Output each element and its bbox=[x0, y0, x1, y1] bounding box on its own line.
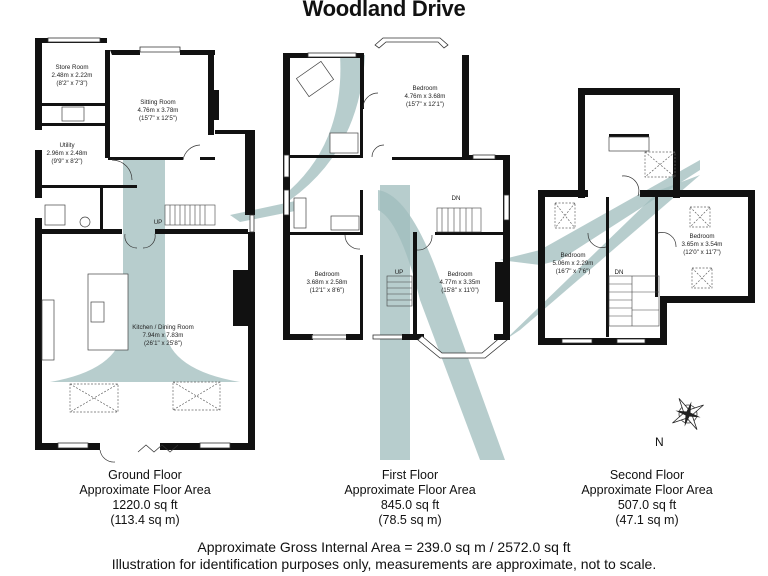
first-floor-summary: First Floor Approximate Floor Area 845.0… bbox=[310, 468, 510, 528]
area-label: Approximate Floor Area bbox=[581, 483, 713, 497]
room-imperial: (16'7" x 7'6") bbox=[556, 268, 591, 275]
room-name: Utility bbox=[59, 142, 75, 149]
room-metric: 4.76m x 3.68m bbox=[405, 93, 446, 100]
room-imperial: (9'9" x 8'2") bbox=[51, 158, 82, 165]
plan-title: Woodland Drive bbox=[302, 0, 466, 21]
second-floor-plan: Bedroom 5.06m x 2.29m (16'7" x 7'6") Bed… bbox=[538, 88, 755, 345]
room-metric: 7.94m x 7.83m bbox=[143, 332, 184, 339]
room-name: Bedroom bbox=[412, 85, 437, 92]
room-imperial: (12'0" x 11'7") bbox=[683, 249, 721, 256]
area-sqm: (78.5 sq m) bbox=[378, 513, 442, 527]
gross-area: Approximate Gross Internal Area = 239.0 … bbox=[197, 539, 571, 555]
compass-rose-icon bbox=[672, 398, 704, 430]
area-label: Approximate Floor Area bbox=[79, 483, 211, 497]
area-sqft: 507.0 sq ft bbox=[617, 498, 677, 512]
floor-label: First Floor bbox=[381, 468, 439, 482]
room-imperial: (15'7" x 12'1") bbox=[406, 101, 444, 108]
stairs-down-label: DN bbox=[452, 195, 461, 202]
north-label: N bbox=[655, 435, 664, 449]
disclaimer: Illustration for identification purposes… bbox=[111, 556, 657, 572]
area-sqft: 845.0 sq ft bbox=[380, 498, 440, 512]
room-name: Bedroom bbox=[314, 271, 339, 278]
floor-label: Ground Floor bbox=[108, 468, 182, 482]
watermark-logo bbox=[50, 55, 700, 460]
room-name: Sitting Room bbox=[140, 99, 175, 106]
room-imperial: (15'8" x 11'0") bbox=[441, 287, 479, 294]
stairs-down-label: DN bbox=[615, 269, 624, 276]
room-name: Store Room bbox=[55, 64, 88, 71]
stairs-label: UP bbox=[154, 219, 163, 226]
room-metric: 5.06m x 2.29m bbox=[553, 260, 594, 267]
room-name: Bedroom bbox=[689, 233, 714, 240]
room-metric: 4.76m x 3.78m bbox=[138, 107, 179, 114]
area-sqft: 1220.0 sq ft bbox=[112, 498, 178, 512]
room-name: Kitchen / Dining Room bbox=[132, 324, 194, 331]
room-imperial: (12'1" x 8'6") bbox=[310, 287, 345, 294]
floor-label: Second Floor bbox=[609, 468, 685, 482]
area-label: Approximate Floor Area bbox=[344, 483, 476, 497]
ground-floor-plan: Store Room 2.48m x 2.22m (8'2" x 7'3") S… bbox=[35, 37, 255, 463]
room-imperial: (15'7" x 12'5") bbox=[139, 115, 177, 122]
room-imperial: (26'1" x 25'8") bbox=[144, 340, 182, 347]
room-metric: 2.96m x 2.48m bbox=[47, 150, 88, 157]
room-metric: 3.65m x 3.54m bbox=[682, 241, 723, 248]
room-name: Bedroom bbox=[560, 252, 585, 259]
stairs-up-label: UP bbox=[395, 269, 404, 276]
area-sqm: (47.1 sq m) bbox=[615, 513, 679, 527]
room-imperial: (8'2" x 7'3") bbox=[56, 80, 87, 87]
ground-floor-summary: Ground Floor Approximate Floor Area 1220… bbox=[45, 468, 245, 528]
second-floor-summary: Second Floor Approximate Floor Area 507.… bbox=[547, 468, 747, 528]
first-floor-plan: Bedroom 4.76m x 3.68m (15'7" x 12'1") Be… bbox=[283, 37, 510, 359]
room-metric: 4.77m x 3.35m bbox=[440, 279, 481, 286]
area-sqm: (113.4 sq m) bbox=[110, 513, 180, 527]
room-metric: 2.48m x 2.22m bbox=[52, 72, 93, 79]
room-metric: 3.68m x 2.58m bbox=[307, 279, 348, 286]
room-name: Bedroom bbox=[447, 271, 472, 278]
